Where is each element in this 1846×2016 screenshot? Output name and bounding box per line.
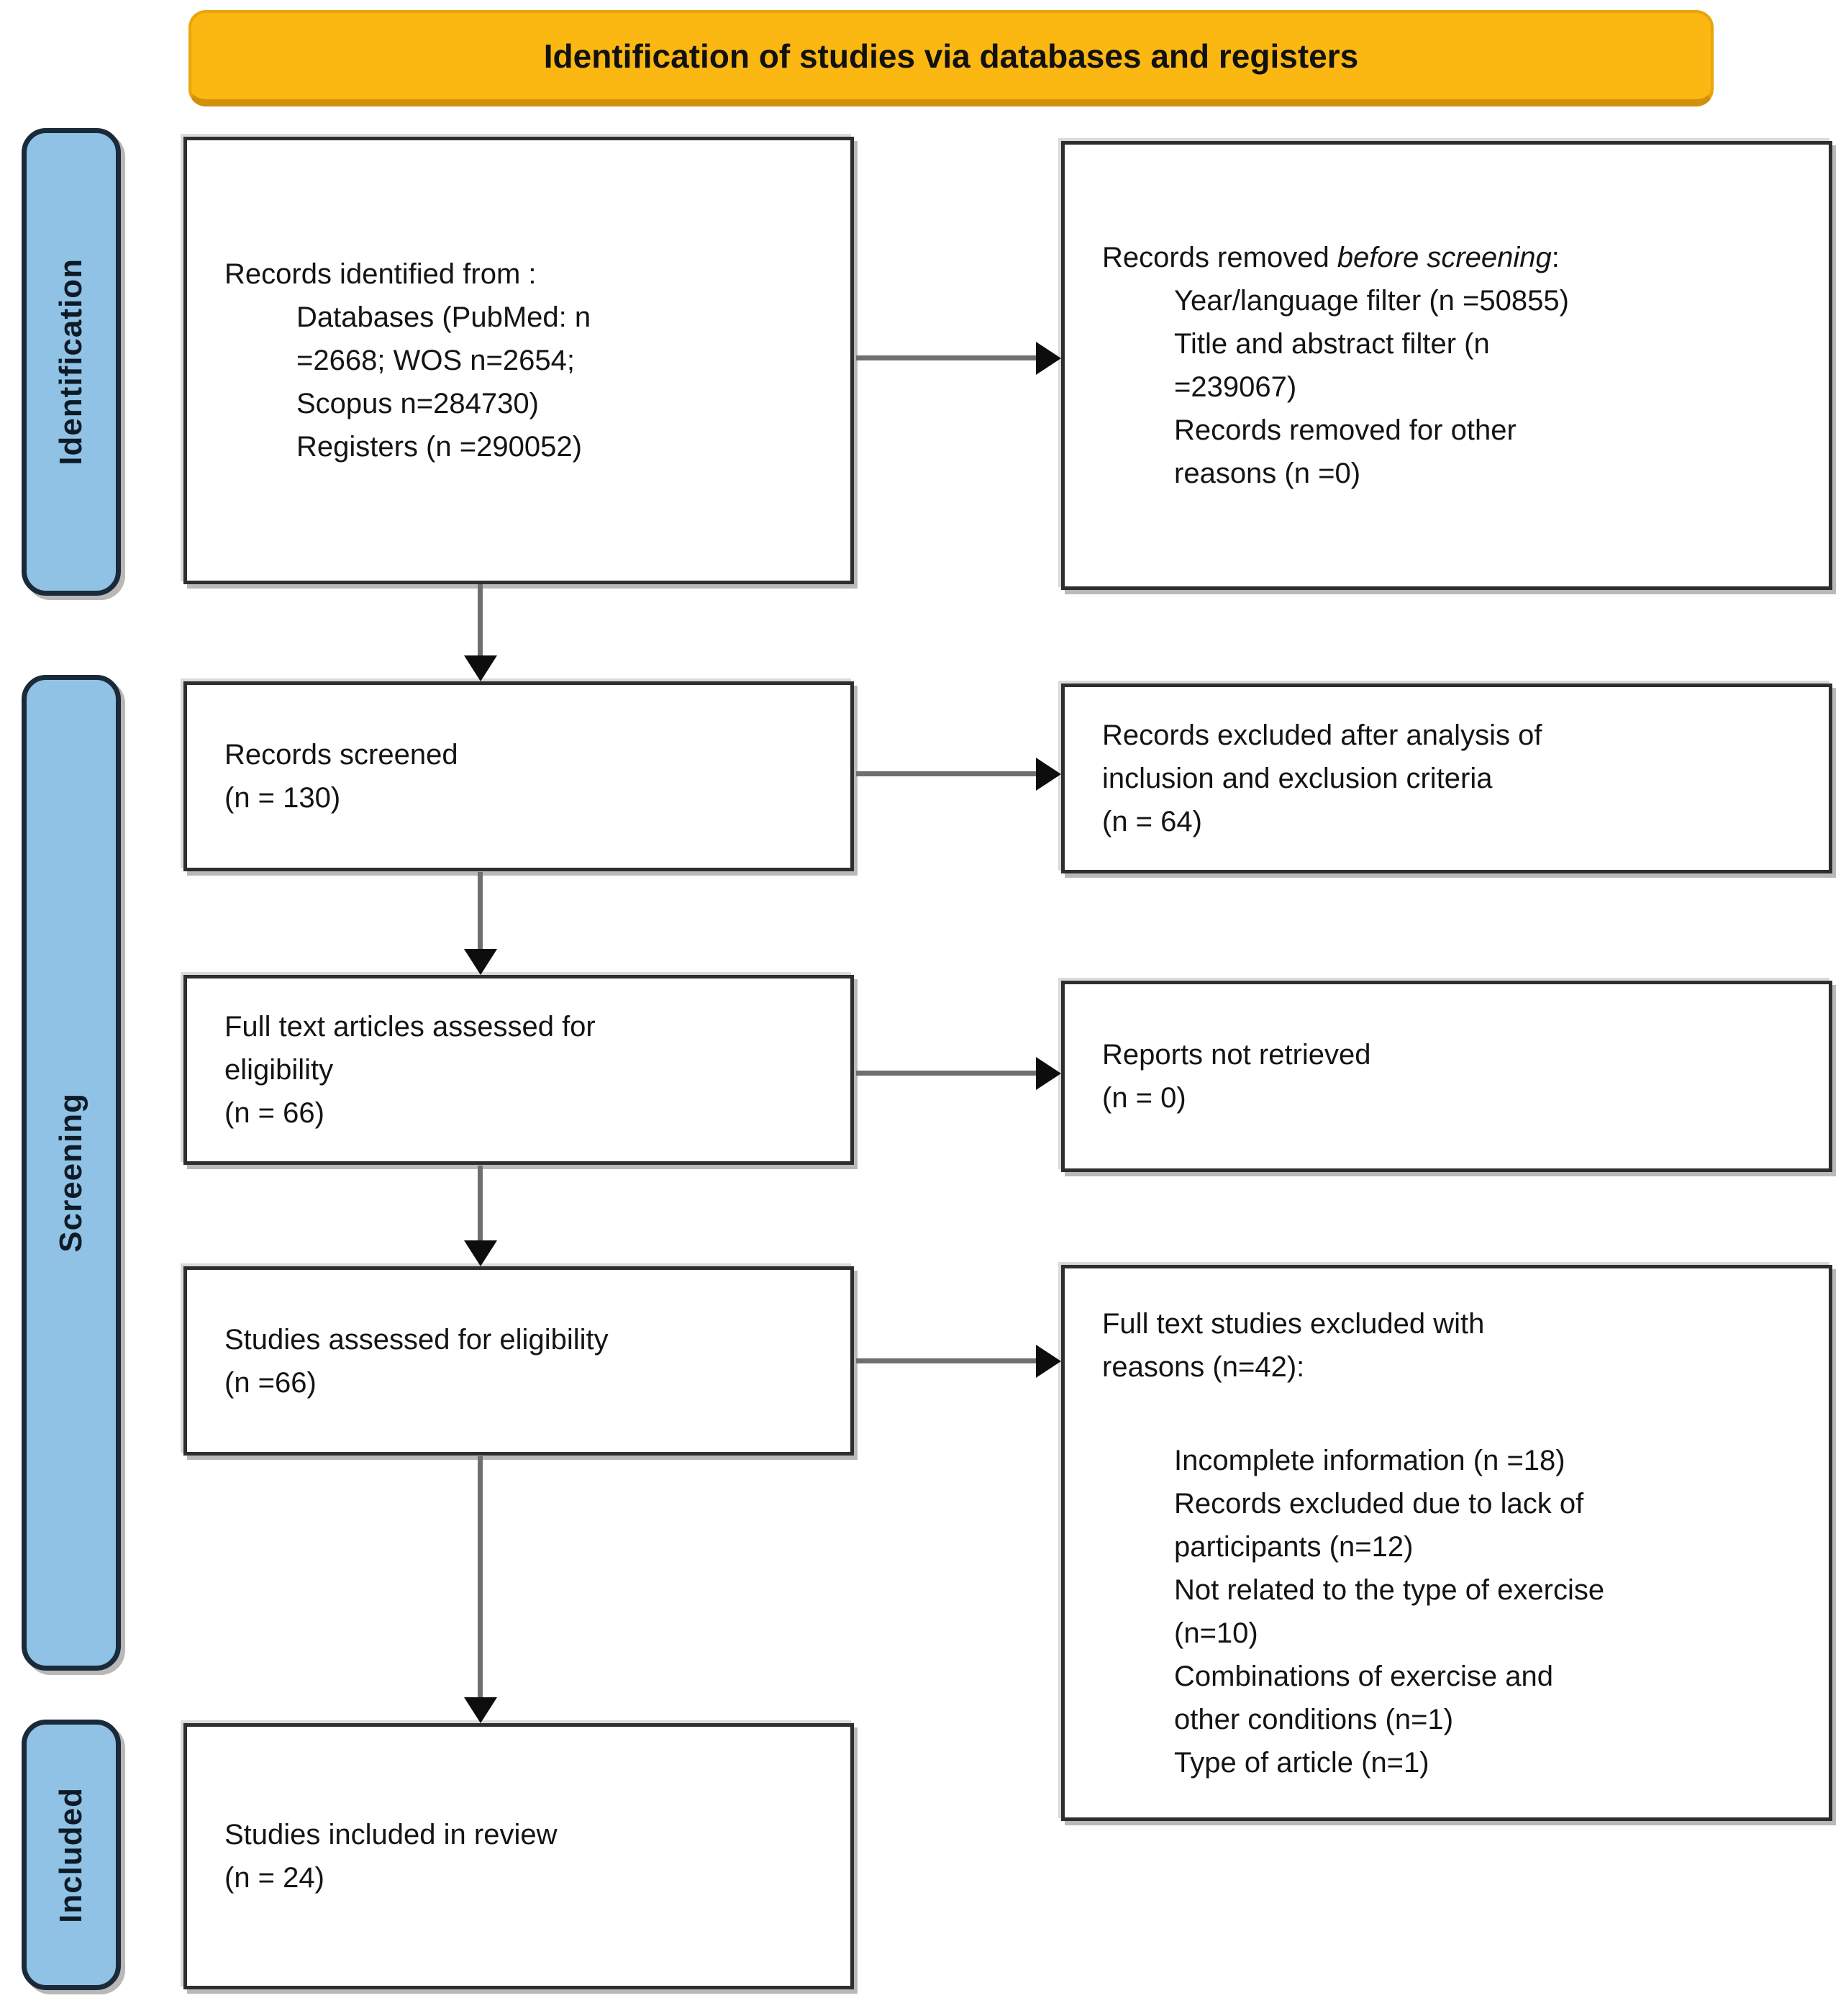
- studies-assessed-text: Studies assessed for eligibility (n =66): [224, 1323, 609, 1399]
- stage-bar-identification: Identification: [22, 128, 121, 596]
- fulltext-excluded-reasons: Incomplete information (n =18) Records e…: [1174, 1444, 1605, 1779]
- arrow-down-screened-to-fulltext: [478, 872, 483, 950]
- arrow-down-fulltext-to-studies-assessed: [478, 1166, 483, 1242]
- fulltext-assessed-text: Full text articles assessed for eligibil…: [224, 1011, 596, 1129]
- fulltext-excluded-intro: Full text studies excluded with reasons …: [1102, 1307, 1485, 1383]
- records-excluded-text: Records excluded after analysis of inclu…: [1102, 719, 1542, 837]
- stage-bar-screening: Screening: [22, 675, 121, 1671]
- stage-bar-included: Included: [22, 1720, 121, 1990]
- title-banner: Identification of studies via databases …: [188, 10, 1714, 106]
- records-removed-intro-suffix: :: [1551, 242, 1560, 273]
- records-screened-text: Records screened (n = 130): [224, 739, 458, 814]
- arrow-right-identified-to-removed: [856, 355, 1037, 360]
- studies-included-text: Studies included in review (n = 24): [224, 1819, 558, 1894]
- records-identified-sources: Databases (PubMed: n =2668; WOS n=2654; …: [296, 301, 591, 463]
- stage-label-identification: Identification: [53, 258, 88, 466]
- reports-not-retrieved-text: Reports not retrieved (n = 0): [1102, 1039, 1371, 1114]
- stage-label-screening: Screening: [53, 1093, 88, 1253]
- records-identified-intro: Records identified from :: [224, 258, 537, 290]
- box-records-removed-before-screening: Records removed before screening: Year/l…: [1061, 141, 1832, 590]
- box-records-excluded: Records excluded after analysis of inclu…: [1061, 684, 1832, 873]
- box-studies-included: Studies included in review (n = 24): [183, 1723, 854, 1989]
- box-studies-assessed: Studies assessed for eligibility (n =66): [183, 1266, 854, 1456]
- box-records-screened: Records screened (n = 130): [183, 681, 854, 871]
- box-fulltext-assessed: Full text articles assessed for eligibil…: [183, 975, 854, 1165]
- records-removed-intro-prefix: Records removed: [1102, 242, 1337, 273]
- stage-label-included: Included: [53, 1786, 88, 1923]
- arrow-right-assessed-to-excluded-reasons: [856, 1358, 1037, 1363]
- records-removed-reasons: Year/language filter (n =50855) Title an…: [1174, 285, 1569, 489]
- box-reports-not-retrieved: Reports not retrieved (n = 0): [1061, 981, 1832, 1172]
- arrow-right-screened-to-excluded: [856, 771, 1037, 776]
- records-removed-intro: Records removed before screening:: [1102, 236, 1809, 279]
- arrow-down-studies-assessed-to-included: [478, 1456, 483, 1699]
- arrow-right-fulltext-to-not-retrieved: [856, 1071, 1037, 1076]
- diagram-title: Identification of studies via databases …: [543, 37, 1359, 75]
- records-removed-intro-italic: before screening: [1337, 242, 1552, 273]
- arrow-down-identified-to-screened: [478, 584, 483, 657]
- box-fulltext-excluded: Full text studies excluded with reasons …: [1061, 1265, 1832, 1821]
- box-records-identified: Records identified from : Databases (Pub…: [183, 137, 854, 584]
